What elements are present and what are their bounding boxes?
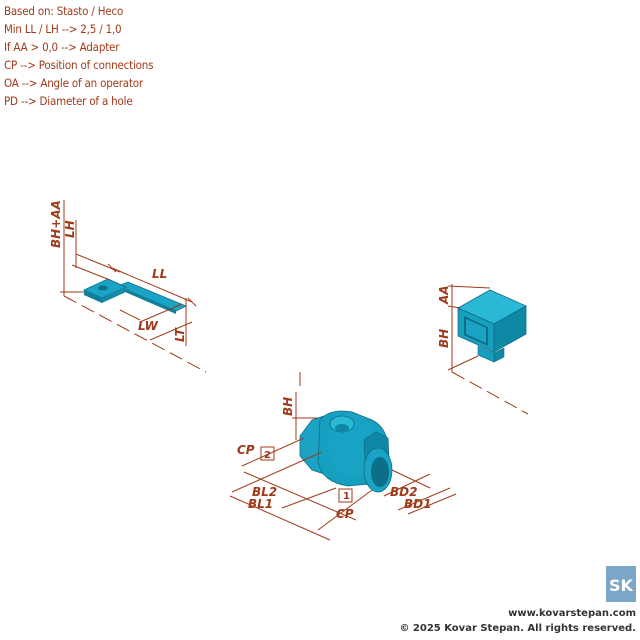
footer-copyright: © 2025 Kovar Stepan. All rights reserved… [399,623,636,634]
note-line: Min LL / LH --> 2,5 / 1,0 [4,22,122,36]
valve-dimensions: BH CP 2 BL2 BL1 CP 1 BD2 BD1 [229,372,457,541]
adapter-dimensions: AA BH [437,284,529,415]
valve-model [299,410,393,493]
dim-label-bd2: BD2 [390,485,417,499]
dim-label-ll: LL [152,267,167,281]
note-line: CP --> Position of connections [4,58,154,72]
handle-model [83,278,187,314]
note-line: If AA > 0,0 --> Adapter [4,40,120,54]
handle-dimensions: BH+AA LH LL LW LT [49,200,207,373]
sk-logo: SK [606,566,636,602]
note-line: PD --> Diameter of a hole [4,94,133,108]
svg-text:SK: SK [609,576,634,595]
dim-label-lt: LT [173,327,187,342]
adapter-model [457,289,527,363]
notes-block: Based on: Stasto / Heco Min LL / LH --> … [4,2,154,110]
dim-label-bl1: BL1 [248,497,273,511]
dim-label-aa: AA [437,285,451,305]
cp-top-box-number: 2 [264,450,271,461]
note-line: OA --> Angle of an operator [4,76,143,90]
cp-bottom-box-number: 1 [343,491,350,502]
dim-label-bh: BH [437,329,451,348]
dim-label-cp-bottom: CP [336,507,354,521]
note-line: Based on: Stasto / Heco [4,4,124,18]
dim-label-lh: LH [63,220,77,238]
footer: www.kovarstepan.com © 2025 Kovar Stepan.… [399,606,636,636]
dim-label-lw: LW [138,319,159,333]
dim-label-cp-top: CP [237,443,255,457]
dim-label-bl2: BL2 [252,485,277,499]
footer-url: www.kovarstepan.com [508,608,636,619]
dim-label-bd1: BD1 [404,497,431,511]
dim-label-bh-aa: BH+AA [49,200,63,248]
dim-label-bh: BH [281,397,295,416]
